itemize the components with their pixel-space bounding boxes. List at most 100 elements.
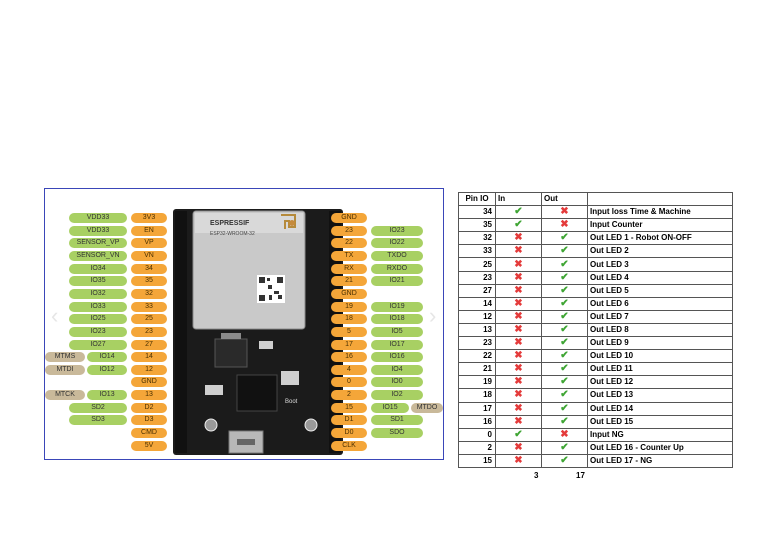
check-icon: ✔: [541, 296, 588, 311]
pin-number-label: D1: [331, 415, 367, 426]
table-row: 2✖✔Out LED 16 - Counter Up: [458, 440, 733, 455]
pin-number-label: GND: [331, 213, 367, 223]
cross-icon: ✖: [495, 231, 542, 246]
table-row: 25✖✔Out LED 3: [458, 257, 733, 272]
pin-number-label: 23: [331, 225, 367, 236]
gpio-label: IO23: [371, 225, 423, 236]
check-icon: ✔: [541, 231, 588, 246]
cross-icon: ✖: [495, 362, 542, 377]
pin-io-cell: 23: [458, 270, 496, 285]
check-icon: ✔: [541, 270, 588, 285]
pin-io-cell: 19: [458, 375, 496, 390]
pin-number-label: 19: [331, 301, 367, 312]
cross-icon: ✖: [541, 218, 588, 233]
cross-icon: ✖: [495, 322, 542, 338]
description-cell: Out LED 12: [587, 375, 733, 390]
description-cell: Out LED 15: [587, 414, 733, 429]
description-cell: Out LED 14: [587, 401, 733, 416]
gpio-label: VDD33: [69, 225, 127, 236]
pin-io-cell: 14: [458, 296, 496, 311]
header-description: [587, 191, 733, 207]
cross-icon: ✖: [495, 388, 542, 403]
gpio-label: IO15: [371, 402, 409, 413]
cross-icon: ✖: [495, 257, 542, 272]
gpio-label: IO16: [371, 352, 423, 363]
pin-io-cell: 12: [458, 309, 496, 324]
pin-io-cell: 13: [458, 322, 496, 338]
pin-number-label: 0: [331, 377, 367, 388]
pin-number-label: 32: [131, 288, 167, 299]
description-cell: Out LED 5: [587, 283, 733, 298]
check-icon: ✔: [541, 309, 588, 324]
gpio-label: RXDO: [371, 263, 423, 274]
pin-io-cell: 33: [458, 244, 496, 259]
description-cell: Input NG: [587, 427, 733, 442]
description-cell: Out LED 7: [587, 309, 733, 324]
jtag-label: MTDI: [45, 364, 85, 375]
table-header-row: Pin IO In Out: [458, 191, 733, 207]
pin-number-label: D2: [131, 402, 167, 413]
pin-io-cell: 27: [458, 283, 496, 298]
cross-icon: ✖: [495, 283, 542, 298]
description-cell: Out LED 3: [587, 257, 733, 272]
description-cell: Out LED 9: [587, 336, 733, 351]
jtag-label: MTCK: [45, 390, 85, 401]
pin-number-label: 33: [131, 301, 167, 312]
check-icon: ✔: [541, 375, 588, 390]
check-icon: ✔: [541, 401, 588, 416]
cross-icon: ✖: [495, 401, 542, 416]
pin-number-label: CMD: [131, 428, 167, 439]
check-icon: ✔: [495, 218, 542, 233]
jtag-label: MTMS: [45, 352, 85, 363]
pin-io-cell: 15: [458, 453, 496, 468]
gpio-label: IO17: [371, 339, 423, 350]
gpio-label: IO18: [371, 314, 423, 325]
table-row: 18✖✔Out LED 13: [458, 388, 733, 403]
check-icon: ✔: [541, 388, 588, 403]
cross-icon: ✖: [495, 349, 542, 364]
pin-number-label: CLK: [331, 440, 367, 451]
gpio-label: SENSOR_VN: [69, 250, 127, 261]
pin-number-label: 4: [331, 364, 367, 375]
gpio-label: SDO: [371, 428, 423, 439]
pin-io-cell: 21: [458, 362, 496, 377]
table-row: 19✖✔Out LED 12: [458, 375, 733, 390]
table-row: 15✖✔Out LED 17 - NG: [458, 453, 733, 468]
pin-number-label: 34: [131, 263, 167, 274]
table-row: 16✖✔Out LED 15: [458, 414, 733, 429]
gpio-label: IO23: [69, 326, 127, 337]
cross-icon: ✖: [495, 453, 542, 468]
gpio-label: IO32: [69, 288, 127, 299]
description-cell: Out LED 2: [587, 244, 733, 259]
table-row: 33✖✔Out LED 2: [458, 244, 733, 259]
check-icon: ✔: [495, 427, 542, 442]
pin-io-cell: 22: [458, 349, 496, 364]
gpio-label: IO14: [87, 352, 127, 363]
check-icon: ✔: [541, 362, 588, 377]
pin-number-label: RX: [331, 263, 367, 274]
gpio-label: TXDO: [371, 250, 423, 261]
gpio-label: IO33: [69, 301, 127, 312]
pin-number-label: VP: [131, 238, 167, 249]
check-icon: ✔: [541, 440, 588, 455]
cross-icon: ✖: [495, 296, 542, 311]
check-icon: ✔: [541, 257, 588, 272]
gpio-label: IO13: [87, 390, 127, 401]
gpio-label: IO27: [69, 339, 127, 350]
pin-number-label: VN: [131, 250, 167, 261]
table-row: 17✖✔Out LED 14: [458, 401, 733, 416]
description-cell: Out LED 11: [587, 362, 733, 377]
pin-number-label: 14: [131, 352, 167, 363]
pin-number-label: 22: [331, 238, 367, 249]
chevron-right-icon: ›: [429, 303, 437, 328]
pin-number-label: 21: [331, 276, 367, 287]
description-cell: Out LED 17 - NG: [587, 453, 733, 468]
cross-icon: ✖: [541, 205, 588, 220]
pin-number-label: D0: [331, 428, 367, 439]
table-row: 21✖✔Out LED 11: [458, 362, 733, 377]
pin-io-cell: 18: [458, 388, 496, 403]
table-row: 14✖✔Out LED 6: [458, 296, 733, 311]
pin-number-label: D3: [131, 415, 167, 426]
pin-number-label: 16: [331, 352, 367, 363]
description-cell: Out LED 4: [587, 270, 733, 285]
